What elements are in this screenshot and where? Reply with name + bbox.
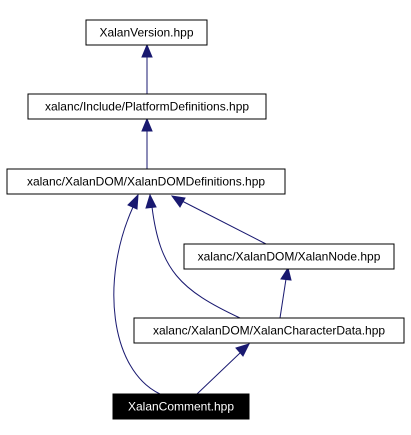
arrowhead-xalanversion [141,43,153,58]
arrowhead-xalandomdefinitions-from-comment [127,193,139,210]
edge-xalancomment-to-xalandomdefinitions [113,206,161,395]
node-label-platform-definitions: xalanc/Include/PlatformDefinitions.hpp [45,100,249,114]
edge-xalancharacterdata-to-xalandomdefinitions [151,206,241,319]
node-xalandom-definitions[interactable]: xalanc/XalanDOM/XalanDOMDefinitions.hpp [6,168,286,195]
node-label-xalan-character-data: xalanc/XalanDOM/XalanCharacterData.hpp [153,324,385,338]
edge-xalannode-to-xalandomdefinitions [181,200,267,245]
edge-xalancomment-to-xalancharacterdata [196,352,241,395]
node-label-xalan-comment: XalanComment.hpp [128,400,234,414]
arrowhead-xalancharacterdata [235,343,250,357]
node-label-xalandom-definitions: xalanc/XalanDOM/XalanDOMDefinitions.hpp [27,175,265,189]
arrowhead-xalannode [280,266,292,281]
arrowhead-xalandomdefinitions-from-chardata [145,193,157,209]
node-label-xalan-node: xalanc/XalanDOM/XalanNode.hpp [198,250,381,264]
node-label-xalan-version: XalanVersion.hpp [99,26,193,40]
arrowhead-platformdefinitions [141,117,153,132]
node-xalan-version[interactable]: XalanVersion.hpp [85,19,208,46]
node-xalan-character-data[interactable]: xalanc/XalanDOM/XalanCharacterData.hpp [133,317,405,344]
edge-xalancharacterdata-to-xalannode [279,278,287,319]
edges [113,43,292,395]
node-platform-definitions[interactable]: xalanc/Include/PlatformDefinitions.hpp [27,93,267,120]
node-xalan-comment[interactable]: XalanComment.hpp [112,393,250,420]
node-xalan-node[interactable]: xalanc/XalanDOM/XalanNode.hpp [183,243,395,270]
arrowhead-xalandomdefinitions-from-node [170,195,186,208]
